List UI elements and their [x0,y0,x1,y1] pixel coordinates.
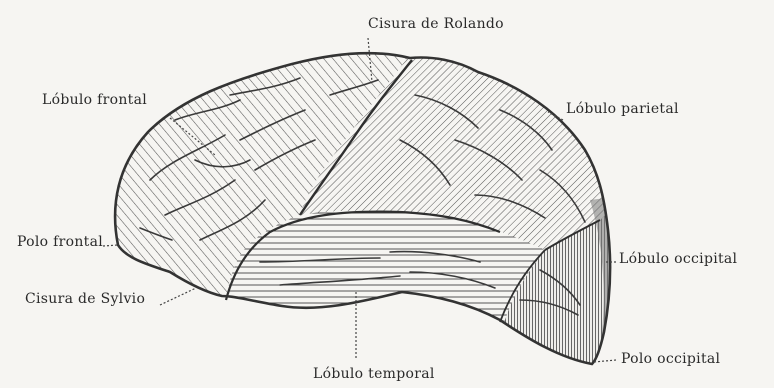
label-sylvian-fissure: Cisura de Sylvio [25,291,145,307]
label-occipital-lobe: Lóbulo occipital [619,251,737,267]
label-occipital-pole: Polo occipital [621,351,720,367]
label-rolando-fissure: Cisura de Rolando [368,16,504,32]
label-frontal-pole: Polo frontal [17,234,103,250]
label-temporal-lobe: Lóbulo temporal [313,366,435,382]
lobes [100,40,630,380]
label-parietal-lobe: Lóbulo parietal [566,101,679,117]
label-frontal-lobe: Lóbulo frontal [42,92,147,108]
